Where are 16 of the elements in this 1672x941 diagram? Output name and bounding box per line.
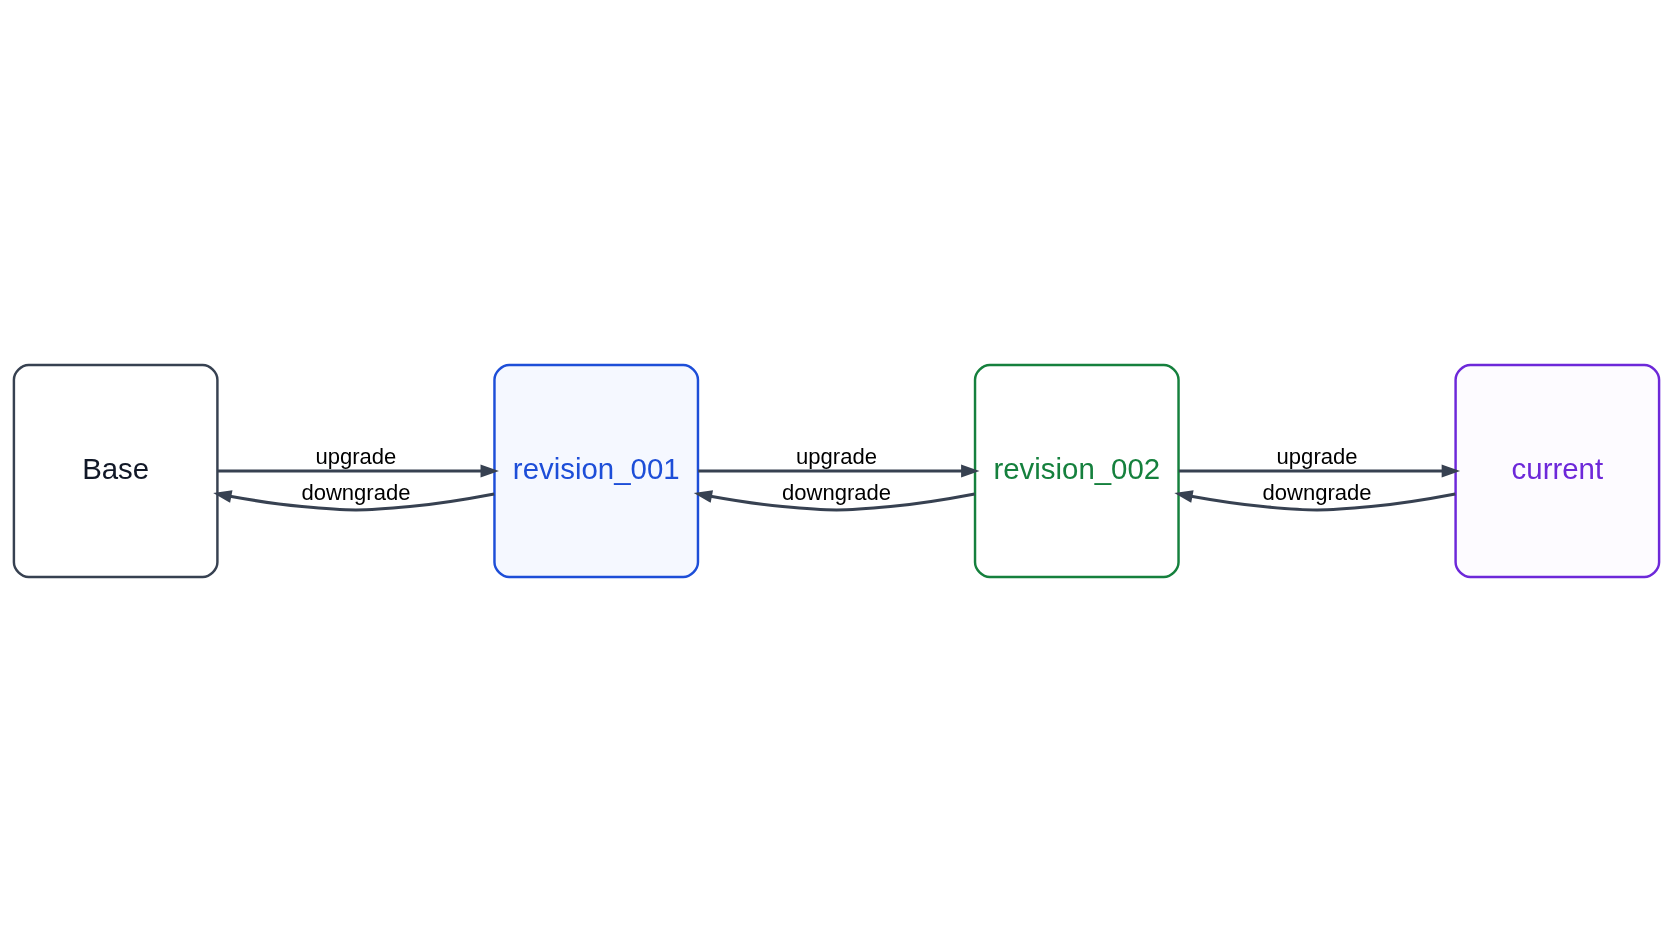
arrow (693, 489, 975, 511)
arrow (1178, 464, 1460, 477)
node-box: revision_001 (492, 363, 699, 578)
arrow (697, 464, 979, 477)
node-box: revision_002 (973, 363, 1180, 578)
edge-label: upgrade (795, 443, 877, 469)
edge-label: downgrade (781, 479, 891, 505)
edge-label: upgrade (1276, 443, 1358, 469)
arrow (1173, 489, 1456, 511)
edge-label: downgrade (300, 479, 410, 505)
arrow (217, 464, 499, 477)
node-box: Base (12, 363, 219, 578)
node-box: current (1453, 363, 1660, 578)
edge-label: downgrade (1262, 479, 1372, 505)
edge-label: upgrade (314, 443, 396, 469)
arrow (212, 489, 494, 511)
